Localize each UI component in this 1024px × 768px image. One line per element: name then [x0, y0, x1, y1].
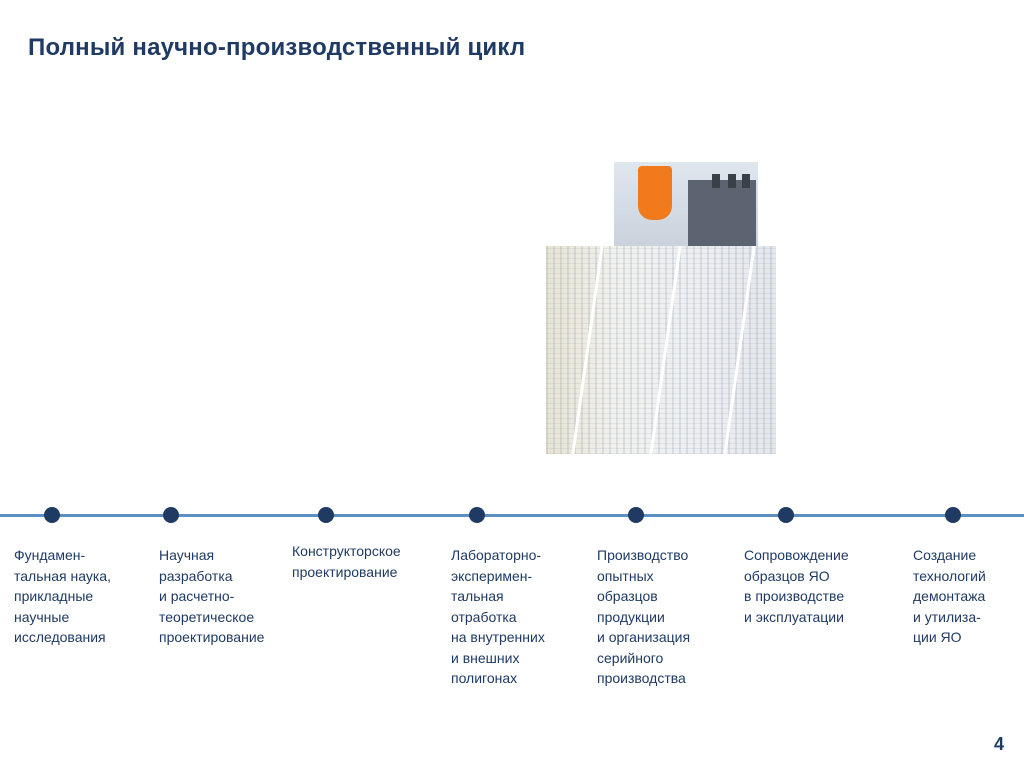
- slide-title: Полный научно-производственный цикл: [28, 34, 526, 61]
- timeline-node: [778, 507, 794, 523]
- stage-label: Сопровождение образцов ЯО в производстве…: [744, 547, 849, 625]
- timeline-node: [469, 507, 485, 523]
- timeline-node: [318, 507, 334, 523]
- timeline-node: [945, 507, 961, 523]
- page-number: 4: [994, 734, 1005, 754]
- equipment-photo-top: [614, 162, 758, 248]
- photo-stripe: [723, 246, 756, 454]
- stage-label: Создание технологий демонтажа и утилиза-…: [913, 547, 986, 645]
- stage-label: Научная разработка и расчетно- теоретиче…: [159, 547, 265, 645]
- machine-knob: [728, 174, 736, 188]
- machine-knob: [712, 174, 720, 188]
- orange-nozzle: [638, 166, 672, 220]
- photo-stripe: [571, 246, 604, 454]
- timeline-node: [628, 507, 644, 523]
- stage-label: Производство опытных образцов продукции …: [597, 547, 691, 686]
- timeline-line: [0, 514, 1024, 517]
- photo-stripe: [649, 246, 682, 454]
- stage-label: Фундамен- тальная наука, прикладные науч…: [14, 547, 111, 645]
- stage-label: Лабораторно- эксперимен- тальная отработ…: [451, 547, 545, 686]
- equipment-photo: [546, 162, 776, 454]
- equipment-photo-main: [546, 246, 776, 454]
- machine-block: [688, 180, 756, 248]
- stage-label: Конструкторское проектирование: [292, 543, 401, 580]
- machine-knob: [742, 174, 750, 188]
- timeline-node: [44, 507, 60, 523]
- timeline-node: [163, 507, 179, 523]
